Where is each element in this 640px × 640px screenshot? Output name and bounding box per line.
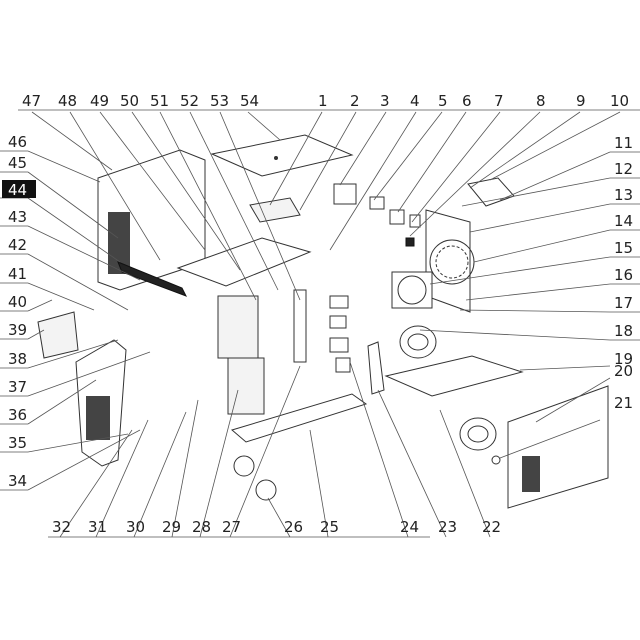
part-label: 19 — [614, 350, 633, 368]
part-label: 49 — [90, 92, 109, 110]
part-label: 1 — [318, 92, 328, 110]
vent-strip-part — [117, 261, 188, 297]
part-label: 37 — [8, 378, 27, 396]
part-label: 29 — [162, 518, 181, 536]
part-label: 30 — [126, 518, 145, 536]
part-label: 2 — [350, 92, 360, 110]
part-label: 4 — [410, 92, 420, 110]
part-label-highlighted: 44 — [8, 181, 27, 199]
part-label: 9 — [576, 92, 586, 110]
part-label: 34 — [8, 472, 27, 490]
part-labels-top: 47 48 49 50 51 52 53 54 1 2 3 4 5 6 7 8 … — [22, 92, 629, 110]
part-label: 16 — [614, 266, 633, 284]
part-label: 54 — [240, 92, 259, 110]
part-label: 43 — [8, 208, 27, 226]
part-label: 20 — [614, 362, 633, 380]
caster-wheel-rear-part — [255, 479, 277, 501]
part-label: 51 — [150, 92, 169, 110]
part-label: 31 — [88, 518, 107, 536]
part-label: 48 — [58, 92, 77, 110]
part-label: 32 — [52, 518, 71, 536]
part-label: 10 — [610, 92, 629, 110]
part-label: 38 — [8, 350, 27, 368]
part-label: 27 — [222, 518, 241, 536]
wheel-upper-part — [399, 325, 437, 359]
part-label: 17 — [614, 294, 633, 312]
wheel-lower-part — [459, 417, 497, 451]
left-panel-vents — [108, 212, 130, 274]
part-label: 8 — [536, 92, 546, 110]
parts-drawing — [37, 134, 609, 509]
part-label: 40 — [8, 293, 27, 311]
top-bracket-part — [467, 177, 515, 207]
part-label: 25 — [320, 518, 339, 536]
part-label: 22 — [482, 518, 501, 536]
rear-panel-part — [425, 209, 471, 313]
part-label: 23 — [438, 518, 457, 536]
part-labels-right: 11 12 13 14 15 16 17 18 19 20 21 — [614, 134, 633, 412]
part-label: 13 — [614, 186, 633, 204]
part-label: 15 — [614, 239, 633, 257]
fan-part — [391, 271, 433, 309]
part-labels-bottom: 32 31 30 29 28 27 26 25 24 23 22 — [52, 518, 501, 536]
part-label: 35 — [8, 434, 27, 452]
top-cover-part — [210, 134, 354, 177]
part-label: 45 — [8, 154, 27, 172]
heatsink-left-part — [217, 295, 259, 359]
part-label: 11 — [614, 134, 633, 152]
part-labels-left: 46 45 44 43 42 41 40 39 38 37 36 35 34 — [2, 133, 36, 490]
pcb-top-part — [249, 197, 301, 223]
part-label: 46 — [8, 133, 27, 151]
heatsink-lower-part — [227, 357, 265, 415]
highlight-box — [2, 180, 36, 198]
part-label: 6 — [462, 92, 472, 110]
caster-wheel-front-part — [233, 455, 255, 477]
part-label: 14 — [614, 212, 633, 230]
bottom-tray-part — [384, 355, 524, 397]
part-label: 42 — [8, 236, 27, 254]
part-label: 53 — [210, 92, 229, 110]
part-label: 41 — [8, 265, 27, 283]
part-label: 7 — [494, 92, 504, 110]
part-label: 28 — [192, 518, 211, 536]
part-label: 12 — [614, 160, 633, 178]
part-label: 24 — [400, 518, 419, 536]
part-label: 47 — [22, 92, 41, 110]
part-label: 36 — [8, 406, 27, 424]
part-label: 5 — [438, 92, 448, 110]
leader-lines — [0, 109, 640, 538]
part-label: 21 — [614, 394, 633, 412]
part-label: 3 — [380, 92, 390, 110]
chassis-plate-part — [176, 237, 312, 287]
base-plate-part — [230, 393, 368, 443]
part-label: 52 — [180, 92, 199, 110]
transformer-part — [333, 183, 357, 205]
part-label: 39 — [8, 321, 27, 339]
part-label: 50 — [120, 92, 139, 110]
part-label: 26 — [284, 518, 303, 536]
part-label: 18 — [614, 322, 633, 340]
